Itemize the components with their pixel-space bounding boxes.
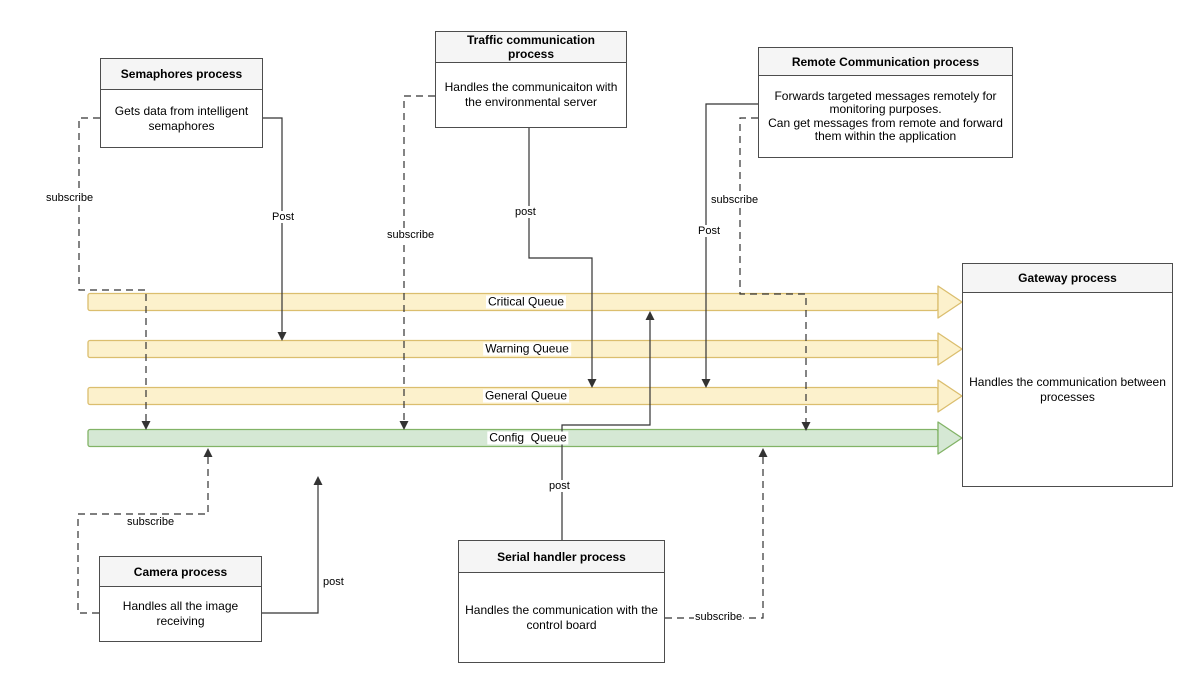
semaphores-subscribe-label: subscribe bbox=[45, 192, 95, 204]
traffic-subscribe-connector bbox=[399, 95, 435, 430]
traffic-post-connector bbox=[528, 128, 597, 388]
gateway-process-box: Gateway process Handles the communicatio… bbox=[962, 263, 1173, 487]
traffic-communication-process-box: Traffic communication process Handles th… bbox=[435, 31, 627, 128]
config-queue-label: Config Queue bbox=[487, 430, 569, 445]
remote-post-connector bbox=[701, 103, 758, 388]
warning-queue-label: Warning Queue bbox=[483, 341, 571, 356]
remote-subscribe-label: subscribe bbox=[710, 194, 760, 206]
traffic-communication-process-description: Handles the communicaiton with the envir… bbox=[444, 80, 618, 109]
remote-communication-process-description: Forwards targeted messages remotely for … bbox=[768, 88, 1003, 143]
semaphores-process-box: Semaphores process Gets data from intell… bbox=[100, 58, 263, 148]
gateway-process-title: Gateway process bbox=[963, 264, 1172, 293]
remote-communication-process-box: Remote Communication process Forwards ta… bbox=[758, 47, 1013, 158]
serial-handler-process-title: Serial handler process bbox=[459, 541, 664, 573]
serial-post-label: post bbox=[548, 480, 571, 492]
camera-post-connector bbox=[262, 476, 323, 614]
semaphores-process-title: Semaphores process bbox=[101, 59, 262, 90]
camera-process-description: Handles all the image receiving bbox=[122, 599, 239, 628]
serial-subscribe-label: subscribe bbox=[694, 611, 744, 623]
remote-communication-process-title: Remote Communication process bbox=[759, 48, 1012, 76]
serial-handler-process-description: Handles the communication with the contr… bbox=[465, 602, 658, 632]
critical-queue-label: Critical Queue bbox=[485, 294, 567, 309]
traffic-communication-process-title: Traffic communication process bbox=[436, 32, 626, 63]
camera-post-label: post bbox=[322, 576, 345, 588]
traffic-subscribe-label: subscribe bbox=[386, 229, 436, 241]
remote-post-label: Post bbox=[697, 225, 722, 237]
traffic-post-label: post bbox=[514, 206, 537, 218]
camera-process-title: Camera process bbox=[100, 557, 261, 587]
serial-subscribe-connector bbox=[665, 448, 768, 619]
gateway-process-description: Handles the communication between proces… bbox=[969, 374, 1166, 404]
semaphores-process-description: Gets data from intelligent semaphores bbox=[114, 103, 249, 133]
remote-subscribe-connector bbox=[739, 117, 811, 431]
semaphores-subscribe-connector bbox=[78, 117, 151, 430]
semaphores-post-connector bbox=[263, 117, 287, 341]
camera-subscribe-connector bbox=[77, 448, 213, 614]
camera-subscribe-label: subscribe bbox=[126, 516, 176, 528]
general-queue-label: General Queue bbox=[482, 388, 570, 403]
camera-process-box: Camera process Handles all the image rec… bbox=[99, 556, 262, 642]
serial-handler-process-box: Serial handler process Handles the commu… bbox=[458, 540, 665, 663]
semaphores-post-label: Post bbox=[271, 211, 296, 223]
